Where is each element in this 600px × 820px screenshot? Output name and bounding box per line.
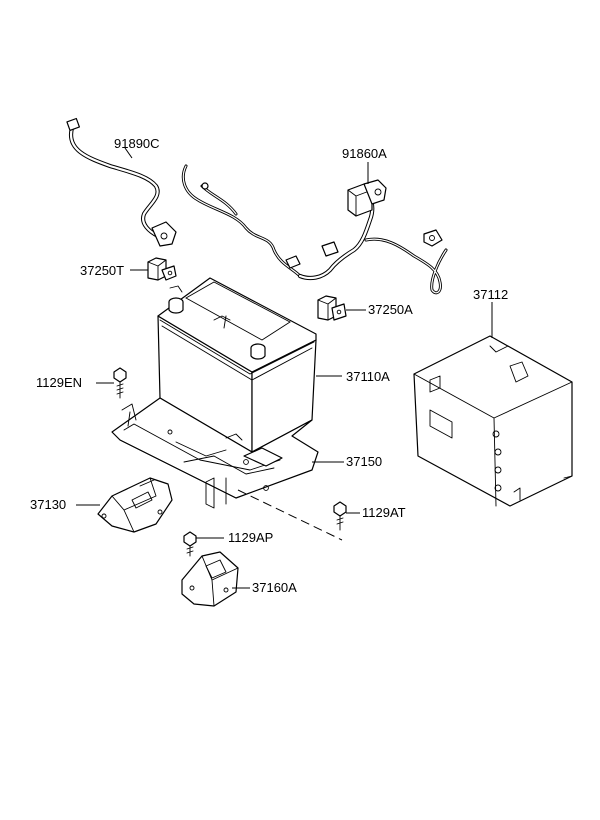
terminal-37250a[interactable] (317, 295, 347, 321)
bolt-1129en[interactable] (113, 367, 127, 399)
label-91890c: 91890C (114, 136, 160, 151)
leader-lines (76, 147, 493, 589)
label-37112: 37112 (473, 287, 508, 302)
label-91860a: 91860A (342, 146, 387, 161)
battery-wiring-harness-91860a[interactable] (181, 164, 448, 295)
battery-37110a[interactable] (157, 277, 317, 453)
bracket-37130[interactable] (97, 477, 173, 533)
battery-tray-37150[interactable] (111, 397, 343, 541)
label-37110a: 37110A (346, 369, 390, 384)
label-1129ap: 1129AP (228, 530, 273, 545)
label-37160a: 37160A (252, 580, 297, 595)
battery-cable-91890c[interactable] (66, 117, 177, 247)
bolt-1129ap[interactable] (183, 531, 197, 557)
label-37250a: 37250A (368, 302, 413, 317)
bolt-1129at[interactable] (333, 501, 347, 531)
label-1129at: 1129AT (362, 505, 406, 520)
bracket-37160a[interactable] (181, 551, 239, 607)
label-37250t: 37250T (80, 263, 124, 278)
battery-cover-37112[interactable] (413, 335, 573, 507)
terminal-37250t[interactable] (147, 257, 177, 281)
label-1129en: 1129EN (36, 375, 82, 390)
label-37130: 37130 (30, 497, 66, 512)
label-37150: 37150 (346, 454, 382, 469)
